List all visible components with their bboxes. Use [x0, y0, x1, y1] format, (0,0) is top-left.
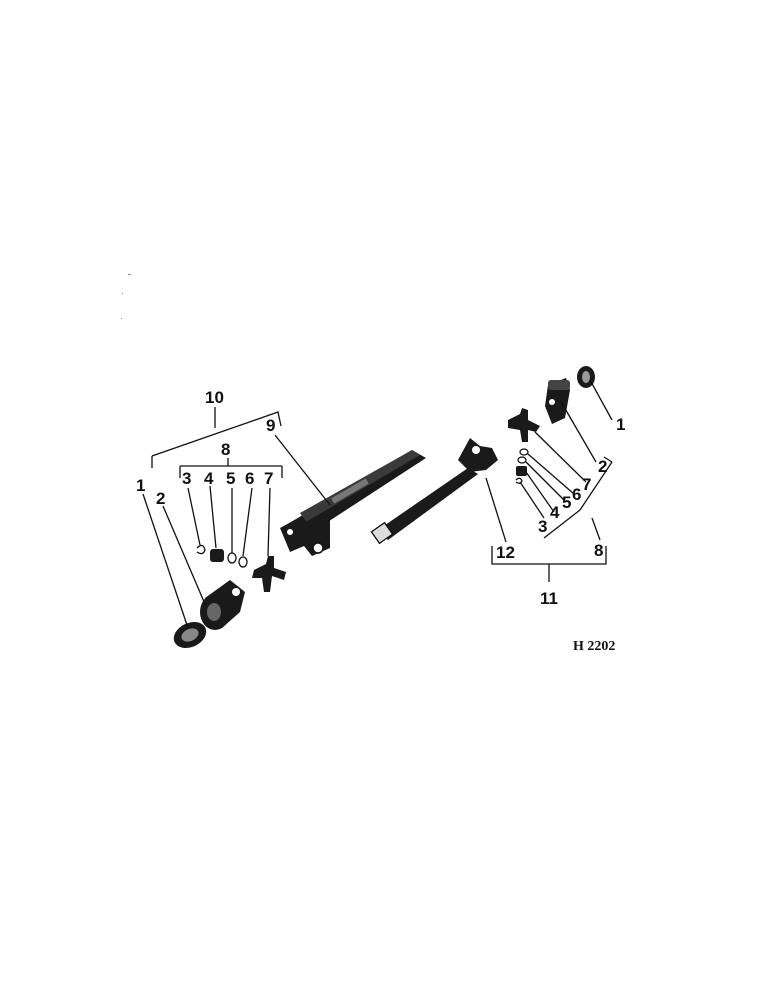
spider-right [508, 408, 540, 442]
spider-left [252, 556, 286, 592]
label-2-left: 2 [156, 489, 165, 508]
label-1-right: 1 [616, 415, 625, 434]
yoke-and-tube [280, 450, 426, 556]
label-3-left: 3 [182, 469, 191, 488]
label-7-left: 7 [264, 469, 273, 488]
label-6-left: 6 [245, 469, 254, 488]
scan-specks [121, 274, 131, 319]
bracket-10 [151, 407, 282, 468]
label-8-left: 8 [221, 440, 230, 459]
figure-reference: H 2202 [573, 639, 615, 654]
dust-seal-right [577, 366, 595, 388]
label-11: 11 [540, 589, 558, 608]
label-3-right: 3 [538, 517, 547, 536]
label-8-right: 8 [594, 541, 603, 560]
label-5-right: 5 [562, 493, 571, 512]
label-5-left: 5 [226, 469, 235, 488]
label-12: 12 [496, 543, 515, 562]
bracket-11 [491, 546, 607, 582]
bearing-left [210, 549, 224, 562]
label-2-right: 2 [598, 457, 607, 476]
label-10: 10 [205, 388, 224, 407]
bracket-8-left [179, 458, 283, 478]
label-7-right: 7 [582, 475, 591, 494]
label-9: 9 [266, 416, 275, 435]
seal-left [227, 552, 237, 564]
bearing-right [516, 466, 527, 476]
label-1-left: 1 [136, 476, 145, 495]
bracket-8-right [543, 456, 613, 541]
seal-right [517, 456, 527, 464]
snap-ring-left [196, 544, 206, 555]
yoke-right [545, 378, 570, 424]
yoke-and-shaft [370, 438, 498, 545]
label-4-left: 4 [204, 469, 214, 488]
retainer-left [238, 556, 248, 568]
dust-seal-left [173, 621, 207, 649]
snap-ring-right [515, 477, 523, 484]
label-4-right: 4 [550, 503, 560, 522]
yoke-left [200, 580, 245, 630]
retainer-right [519, 448, 529, 456]
label-6-right: 6 [572, 485, 581, 504]
